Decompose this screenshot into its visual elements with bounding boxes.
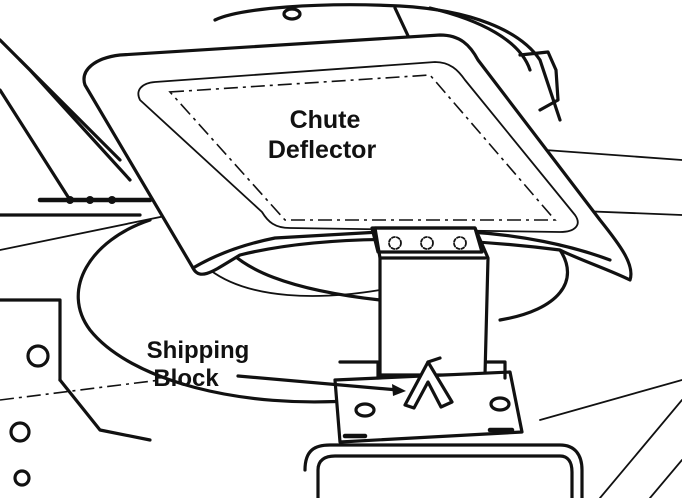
base-bolt-left — [354, 402, 376, 418]
upper-bolt-hole — [282, 7, 302, 21]
chute-deflector-label-line-1: Chute — [290, 106, 361, 134]
bracket-bolt-2 — [420, 236, 434, 250]
left-frame — [0, 38, 171, 487]
bracket-bolt-3 — [453, 236, 467, 250]
chute-deflector-label-line-2: Deflector — [268, 136, 377, 164]
left-bolt-hole-2 — [9, 421, 31, 443]
frame-rivet-1 — [66, 196, 74, 204]
lower-housing — [303, 379, 682, 498]
base-bolt-right — [489, 396, 511, 412]
callout-leader-line — [236, 374, 400, 392]
shipping-block-label-line-1: Shipping — [147, 337, 250, 364]
shipping-block-label-line-2: Block — [153, 365, 219, 392]
shipping-block-wedge — [403, 356, 454, 410]
left-bolt-hole-1 — [26, 344, 50, 368]
shipping-block-callout — [236, 374, 406, 396]
frame-rivet-3 — [108, 196, 116, 204]
left-bolt-hole-3 — [13, 469, 31, 487]
frame-rivet-2 — [86, 196, 94, 204]
callout-arrowhead — [392, 384, 406, 396]
upper-housing — [213, 3, 682, 216]
bracket-bolt-1 — [388, 236, 402, 250]
chute-deflector-plate — [82, 33, 633, 282]
deflector-bracket — [370, 226, 490, 377]
